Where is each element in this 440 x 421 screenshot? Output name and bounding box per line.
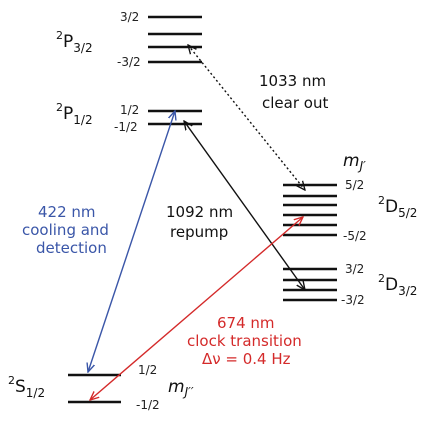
repump-wavelength: 1092 nm: [166, 203, 233, 221]
mj-upper-label: mJ′: [343, 151, 366, 173]
cooling-label-line1: cooling and: [22, 221, 109, 239]
d52-mj-bottom-label: -5/2: [343, 229, 367, 243]
cooling-label-line2: detection: [36, 239, 107, 257]
d52-mj-top-label: 5/2: [345, 178, 364, 192]
s12-term-label: 2S1/2: [8, 374, 45, 400]
clock-arrow: [90, 217, 303, 400]
level-d52: 5/2 -5/2 2D5/2: [283, 178, 417, 243]
level-s12: 1/2 -1/2 2S1/2: [8, 363, 160, 412]
clock-wavelength: 674 nm: [217, 314, 275, 332]
mj-lower-label: mJ′′: [168, 377, 194, 399]
clearout-wavelength: 1033 nm: [259, 72, 326, 90]
level-d32: 3/2 -3/2 2D3/2: [283, 262, 417, 307]
p12-mj-bottom-label: -1/2: [114, 120, 138, 134]
d32-mj-top-label: 3/2: [345, 262, 364, 276]
p12-term-label: 2P1/2: [56, 101, 93, 127]
d52-term-label: 2D5/2: [378, 194, 417, 220]
s12-mj-top-label: 1/2: [138, 363, 157, 377]
repump-label: repump: [170, 223, 228, 241]
transition-clearout: 1033 nm clear out: [188, 45, 328, 190]
p32-mj-bottom-label: -3/2: [117, 55, 141, 69]
s12-mj-bottom-label: -1/2: [136, 398, 160, 412]
p32-term-label: 2P3/2: [56, 29, 93, 55]
clock-label: clock transition: [187, 332, 302, 350]
transition-clock: 674 nm clock transition Δν = 0.4 Hz: [90, 217, 303, 400]
clearout-arrow: [188, 45, 305, 190]
clearout-label: clear out: [262, 94, 328, 112]
cooling-wavelength: 422 nm: [38, 203, 96, 221]
d32-mj-bottom-label: -3/2: [341, 293, 365, 307]
clock-linewidth: Δν = 0.4 Hz: [202, 350, 291, 368]
p12-mj-top-label: 1/2: [120, 103, 139, 117]
level-p12: 1/2 -1/2 2P1/2: [56, 101, 202, 134]
p32-mj-top-label: 3/2: [120, 10, 139, 24]
transition-cooling: 422 nm cooling and detection: [22, 111, 175, 372]
level-p32: 3/2 -3/2 2P3/2: [56, 10, 202, 69]
d32-term-label: 2D3/2: [378, 272, 417, 298]
